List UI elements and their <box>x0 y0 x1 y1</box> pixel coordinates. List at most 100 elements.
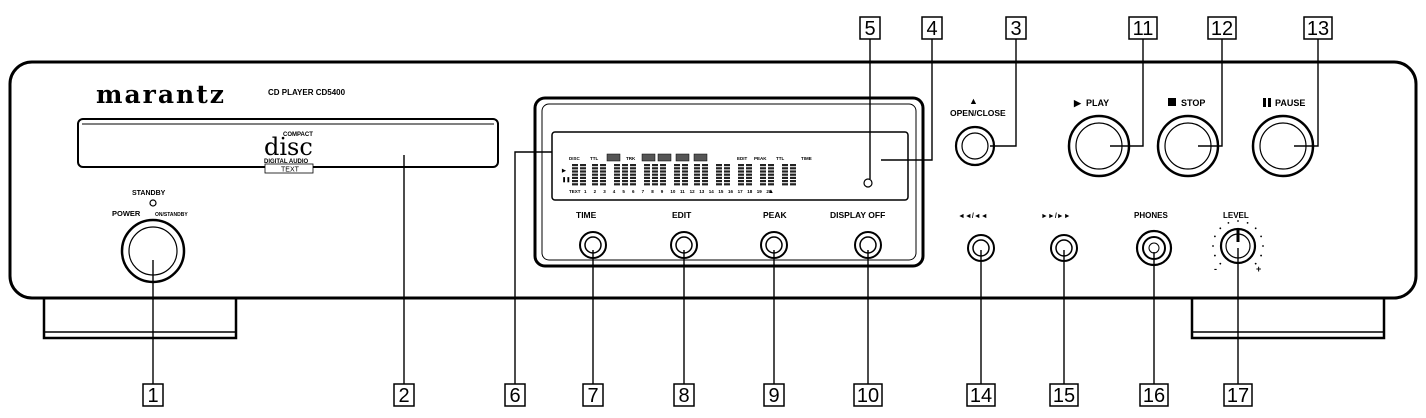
svg-text:7: 7 <box>587 385 598 407</box>
pause-indicator: ❚❚ <box>562 177 570 183</box>
callout-17: 17 <box>1223 383 1253 407</box>
display-off-label: DISPLAY OFF <box>830 210 885 220</box>
leader-lines <box>152 38 1319 384</box>
right-foot <box>1190 294 1386 340</box>
model-name: CD PLAYER CD5400 <box>268 88 346 97</box>
track-number: 6 <box>632 189 635 194</box>
svg-text:3: 3 <box>1010 18 1021 40</box>
svg-text:13: 13 <box>1307 18 1329 40</box>
svg-text:17: 17 <box>1227 385 1249 407</box>
track-number: 14 <box>709 189 715 194</box>
eject-symbol: ▲ <box>969 96 978 106</box>
level-max-sign: + <box>1256 264 1261 274</box>
skip-forward-label: ►►/►► <box>1041 213 1071 220</box>
play-symbol: ▶ <box>1073 98 1082 108</box>
display-indicator: TTL <box>776 156 784 161</box>
svg-text:8: 8 <box>678 385 689 407</box>
track-number: 9 <box>661 189 664 194</box>
peak-label: PEAK <box>763 210 787 220</box>
callout-3: 3 <box>1005 16 1027 40</box>
callout-10: 10 <box>853 383 883 407</box>
callout-7: 7 <box>582 383 604 407</box>
callout-15: 15 <box>1049 383 1079 407</box>
power-label: POWER <box>112 209 141 218</box>
callout-9: 9 <box>763 383 785 407</box>
open-close-label: OPEN/CLOSE <box>950 108 1006 118</box>
svg-text:TEXT: TEXT <box>281 167 300 174</box>
track-number: 2 <box>594 189 597 194</box>
track-number: 18 <box>747 189 753 194</box>
play-indicator: ▶ <box>561 168 567 174</box>
svg-text:11: 11 <box>1133 18 1154 40</box>
callout-12: 12 <box>1207 16 1237 40</box>
callout-14: 14 <box>966 383 996 407</box>
stop-symbol <box>1168 98 1176 106</box>
track-number: 17 <box>738 189 744 194</box>
callout-2: 2 <box>393 383 415 407</box>
callout-6: 6 <box>504 383 526 407</box>
time-button[interactable] <box>579 231 607 259</box>
svg-text:14: 14 <box>970 385 992 407</box>
remote-sensor <box>863 178 873 188</box>
svg-text:COMPACT: COMPACT <box>283 132 313 138</box>
level-label: LEVEL <box>1223 211 1249 220</box>
track-number: 4 <box>613 189 616 194</box>
skip-back-label: ◄◄/◄◄ <box>958 213 988 220</box>
open-close-button[interactable] <box>954 125 996 167</box>
callout-16: 16 <box>1139 383 1169 407</box>
svg-text:disc: disc <box>264 133 313 161</box>
time-label: TIME <box>576 210 597 220</box>
stop-label: STOP <box>1181 98 1205 108</box>
track-number: 11 <box>680 189 685 194</box>
left-foot <box>42 294 238 340</box>
display-indicator: DISC <box>569 156 581 161</box>
level-scale <box>1212 220 1264 265</box>
pause-button[interactable] <box>1251 114 1315 178</box>
callout-11: 11 <box>1128 16 1158 40</box>
svg-text:DIGITAL AUDIO: DIGITAL AUDIO <box>264 159 309 165</box>
level-min-sign: - <box>1214 264 1217 274</box>
standby-indicator <box>149 199 157 207</box>
play-label: PLAY <box>1086 98 1109 108</box>
track-number: 5 <box>622 189 625 194</box>
track-number: 12 <box>690 189 696 194</box>
standby-label: STANDBY <box>132 190 166 197</box>
stop-button[interactable] <box>1156 114 1220 178</box>
callout-1: 1 <box>142 383 164 407</box>
svg-text:6: 6 <box>509 385 520 407</box>
display-off-button[interactable] <box>854 231 882 259</box>
callout-4: 4 <box>921 16 943 40</box>
callout-13: 13 <box>1303 16 1333 40</box>
edit-label: EDIT <box>672 210 692 220</box>
svg-text:2: 2 <box>398 385 409 407</box>
track-number: TEXT <box>569 189 581 194</box>
track-number: 19 <box>757 189 763 194</box>
track-number: 15 <box>718 189 724 194</box>
svg-text:12: 12 <box>1211 18 1233 40</box>
display-indicator: EDIT <box>737 156 748 161</box>
track-number: 1 <box>584 189 587 194</box>
svg-text:15: 15 <box>1053 385 1075 407</box>
callout-5: 5 <box>859 16 881 40</box>
svg-text:4: 4 <box>926 18 937 40</box>
track-number: 3 <box>603 189 606 194</box>
track-number: 16 <box>728 189 734 194</box>
display-indicator: TTL <box>590 156 598 161</box>
on-standby-label: ON/STANDBY <box>155 212 188 218</box>
eject-indicator: ▲ <box>768 189 774 195</box>
track-number: 20 <box>766 189 772 194</box>
svg-text:5: 5 <box>864 18 875 40</box>
track-number: 13 <box>699 189 705 194</box>
pause-label: PAUSE <box>1275 98 1305 108</box>
display-indicator: TIME <box>801 156 812 161</box>
svg-text:1: 1 <box>147 385 158 407</box>
pause-symbol <box>1263 98 1271 107</box>
callout-8: 8 <box>673 383 695 407</box>
display-indicator: TRK <box>626 156 636 161</box>
svg-text:9: 9 <box>768 385 779 407</box>
display-segments <box>572 164 796 186</box>
